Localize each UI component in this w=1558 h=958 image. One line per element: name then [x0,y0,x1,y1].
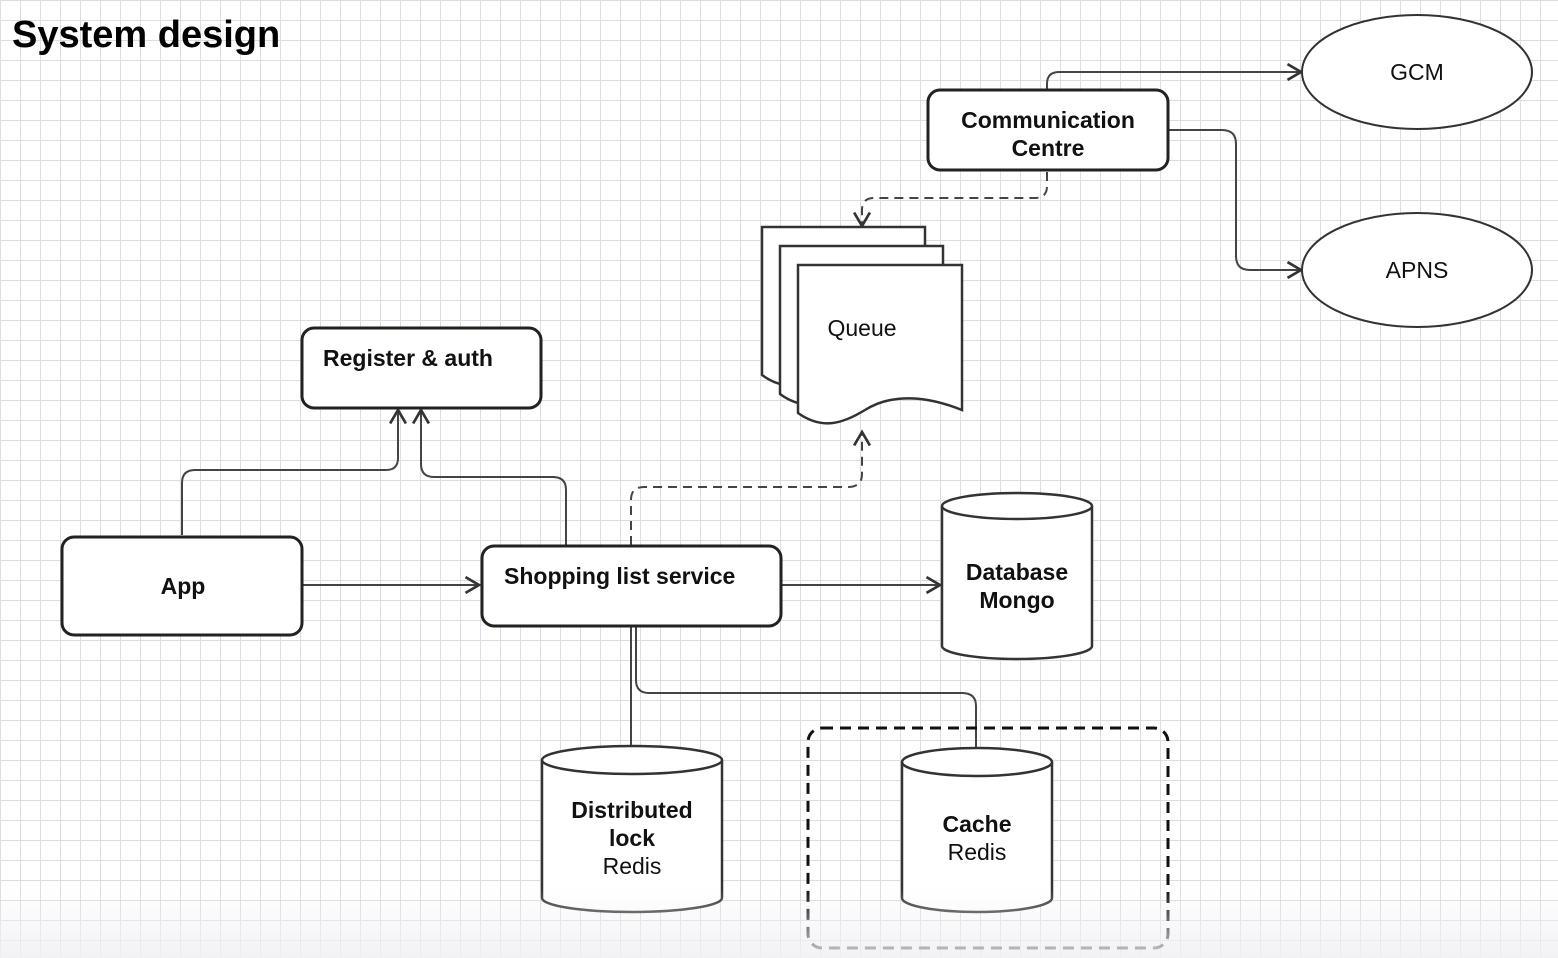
communication-centre-node: Communication Centre [926,88,1170,172]
distributed-lock-label-line2: lock [609,825,655,851]
edge-service-to-queue [630,432,862,545]
app-label: App [161,573,206,599]
register-auth-label: Register & auth [323,345,493,371]
shopping-list-service-node: Shopping list service [480,544,783,628]
communication-centre-label-line2: Centre [1012,135,1085,161]
distributed-lock-label-line3: Redis [603,853,662,879]
edge-app-to-register [181,410,398,535]
queue-node: Queue [760,225,964,425]
cache-node: Cache Redis [900,746,1054,914]
shopping-list-service-label: Shopping list service [504,563,735,589]
apns-label: APNS [1386,257,1449,283]
distributed-lock-label-line1: Distributed [571,797,692,823]
edge-comm-to-queue [862,172,1048,226]
connectors [181,72,1301,762]
cache-container [806,726,1170,950]
edge-service-to-cache [635,627,976,762]
app-node: App [60,535,304,637]
edge-service-to-register [421,410,567,545]
queue-label: Queue [827,315,896,341]
gcm-node: GCM [1301,14,1533,130]
communication-centre-label-line1: Communication [961,107,1135,133]
register-auth-node: Register & auth [300,326,543,410]
database-label-line2: Mongo [979,587,1054,613]
database-node: Database Mongo [940,491,1094,661]
cache-label-line1: Cache [942,811,1011,837]
bottom-fade [0,888,1558,958]
queue-document-front [796,263,964,425]
cache-label-line2: Redis [948,839,1007,865]
gcm-label: GCM [1390,59,1444,85]
edge-comm-to-apns [1169,129,1301,270]
edge-comm-to-gcm [1046,72,1301,90]
page-title: System design [12,14,281,56]
apns-node: APNS [1301,212,1533,328]
database-label-line1: Database [966,559,1068,585]
